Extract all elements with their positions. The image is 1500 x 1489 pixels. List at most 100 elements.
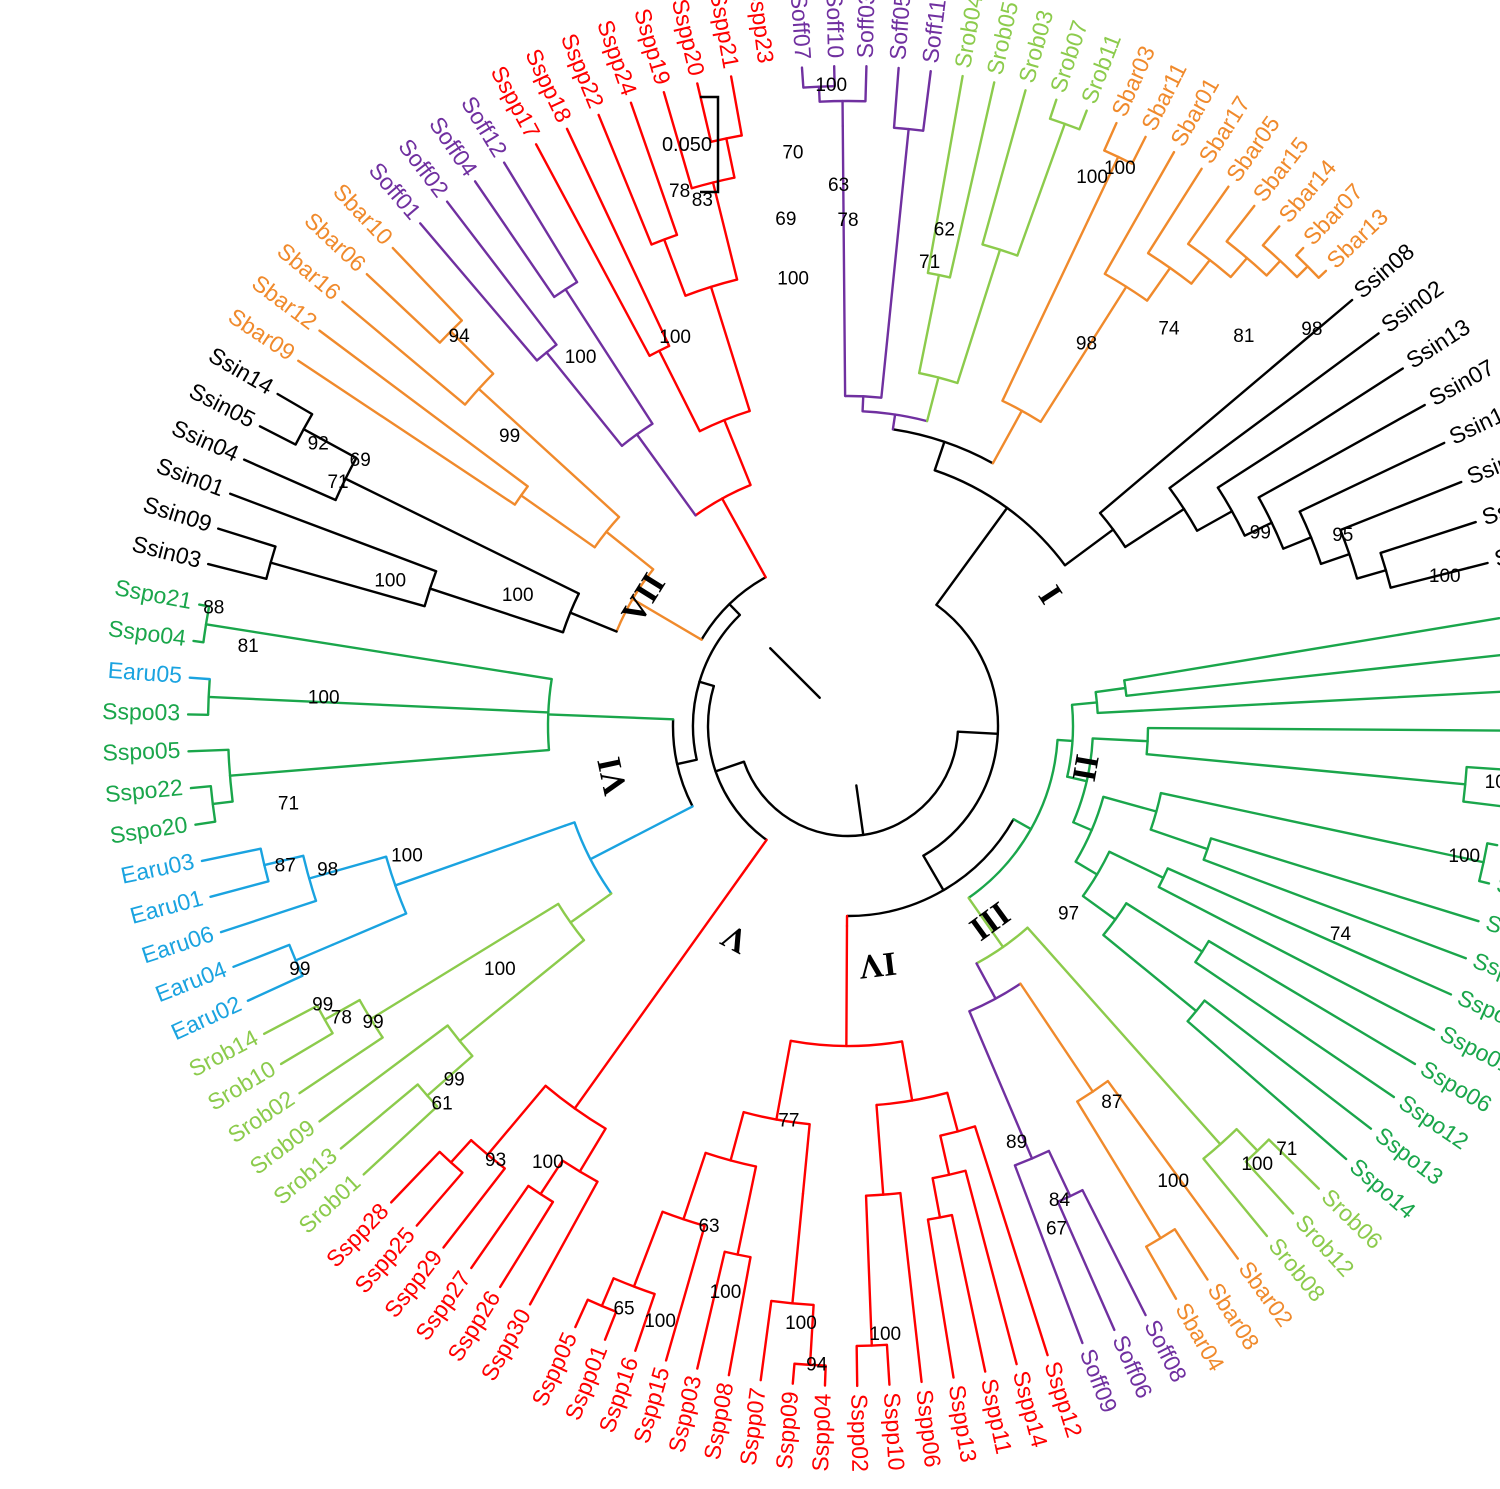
branch-segment xyxy=(948,81,996,279)
branch-segment xyxy=(394,824,567,887)
branch-segment xyxy=(696,82,713,144)
branch-arc xyxy=(613,1277,656,1296)
branch-segment xyxy=(391,246,464,322)
bootstrap-value: 100 xyxy=(1104,158,1136,179)
branch-arc xyxy=(847,818,1015,918)
leaf-label: Sspo03 xyxy=(102,698,180,725)
branch-segment xyxy=(362,1105,439,1176)
tree-branches xyxy=(186,64,1500,1388)
bootstrap-value: 87 xyxy=(275,855,296,876)
branch-segment xyxy=(1013,1164,1084,1345)
leaf-label: Ssin03 xyxy=(130,530,205,572)
bootstrap-value: 71 xyxy=(919,252,940,273)
branch-segment xyxy=(302,428,358,460)
bootstrap-value: 100 xyxy=(532,1152,564,1173)
branch-segment xyxy=(1123,617,1500,682)
bootstrap-value: 87 xyxy=(1101,1092,1122,1113)
bootstrap-value: 100 xyxy=(1157,1171,1189,1192)
bootstrap-value: 77 xyxy=(778,1111,799,1132)
branch-segment xyxy=(1125,653,1500,697)
branch-segment xyxy=(933,440,946,472)
branch-segment xyxy=(1265,259,1282,277)
branch-segment xyxy=(720,497,767,579)
branch-segment xyxy=(634,1292,656,1352)
branch-arc xyxy=(1298,511,1323,565)
bootstrap-value: 94 xyxy=(449,326,471,347)
branch-segment xyxy=(729,1110,745,1162)
branch-segment xyxy=(1194,960,1396,1099)
branch-segment xyxy=(892,66,900,129)
branch-segment xyxy=(341,300,467,406)
bootstrap-value: 93 xyxy=(485,1150,506,1171)
branch-segment xyxy=(864,65,868,103)
leaf-label: Earu01 xyxy=(127,884,205,928)
branch-segment xyxy=(1001,218,1090,402)
branch-segment xyxy=(1202,1157,1269,1238)
branch-segment xyxy=(950,1213,987,1373)
branch-segment xyxy=(318,1024,449,1123)
branch-arc xyxy=(536,343,558,362)
branch-segment xyxy=(574,1298,589,1329)
branch-segment xyxy=(1026,926,1046,948)
branch-segment xyxy=(1195,510,1234,532)
branch-segment xyxy=(1042,945,1222,1146)
branch-segment xyxy=(1145,266,1172,302)
bootstrap-value: 99 xyxy=(444,1070,465,1091)
branch-segment xyxy=(419,222,539,362)
branch-segment xyxy=(1282,536,1313,550)
branch-segment xyxy=(209,880,270,899)
bootstrap-value: 97 xyxy=(1058,903,1079,924)
branch-segment xyxy=(1235,1127,1259,1152)
leaf-label: Sspp20 xyxy=(667,0,710,78)
branch-segment xyxy=(841,124,847,398)
branch-segment xyxy=(1190,258,1212,285)
branch-segment xyxy=(1257,403,1426,499)
branch-arc xyxy=(546,678,553,751)
branch-segment xyxy=(369,902,560,1021)
branch-segment xyxy=(1144,1245,1178,1300)
branch-segment xyxy=(935,506,1009,607)
branch-arc xyxy=(1168,487,1199,532)
bootstrap-value: 100 xyxy=(869,1324,901,1345)
leaf-label: Earu05 xyxy=(107,657,183,688)
branch-arc xyxy=(862,410,928,423)
branch-arc xyxy=(742,731,960,838)
branch-arc xyxy=(621,422,654,447)
branch-segment xyxy=(1012,818,1033,831)
branch-segment xyxy=(723,418,752,487)
branch-arc xyxy=(1202,1128,1238,1160)
leaf-label: Sspo21 xyxy=(113,574,194,614)
branch-segment xyxy=(981,89,1027,246)
branch-segment xyxy=(578,1127,607,1173)
branch-segment xyxy=(298,1036,384,1095)
branch-segment xyxy=(1244,1160,1295,1215)
bootstrap-value: 69 xyxy=(350,450,371,471)
leaf-label: Sspo20 xyxy=(108,811,189,848)
branch-segment xyxy=(339,1083,419,1150)
bootstrap-value: 98 xyxy=(1076,333,1097,354)
branch-segment xyxy=(729,75,743,137)
branch-segment xyxy=(658,349,701,433)
branch-segment xyxy=(528,1180,599,1306)
branch-segment xyxy=(1202,858,1467,960)
branch-arc xyxy=(206,679,211,715)
branch-arc xyxy=(1194,940,1210,963)
branch-segment xyxy=(975,962,997,1000)
branch-segment xyxy=(1098,298,1354,515)
branch-segment xyxy=(192,639,205,644)
branch-segment xyxy=(1295,265,1309,279)
bootstrap-value: 89 xyxy=(1006,1132,1027,1153)
bootstrap-value: 100 xyxy=(565,347,597,368)
branch-segment xyxy=(1229,256,1249,279)
branch-segment xyxy=(1157,885,1436,1031)
branch-segment xyxy=(1168,332,1380,490)
branch-segment xyxy=(194,820,217,826)
leaf-label: Sspo22 xyxy=(104,774,184,807)
branch-segment xyxy=(1339,480,1463,532)
branch-segment xyxy=(864,1194,874,1347)
branch-segment xyxy=(1103,150,1176,276)
branch-segment xyxy=(1216,367,1404,489)
branch-segment xyxy=(664,1224,706,1362)
